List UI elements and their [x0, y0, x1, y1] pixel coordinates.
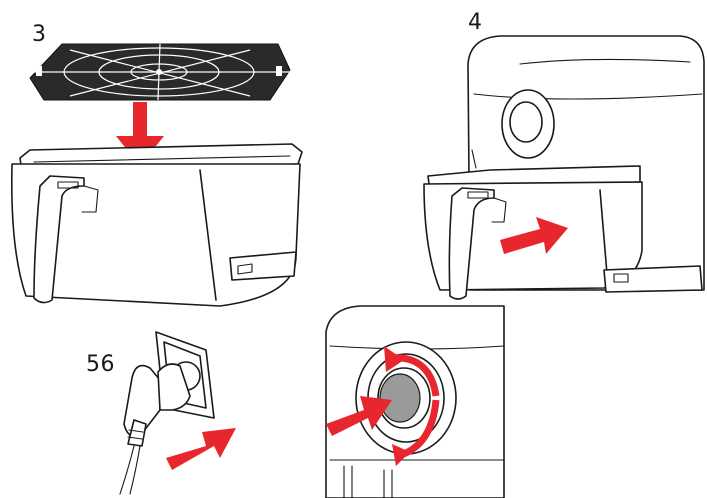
control-knob-panel [325, 305, 505, 498]
crisper-plate [29, 43, 291, 101]
air-fryer-basket [10, 143, 303, 307]
step-number: 3 [32, 22, 47, 47]
power-plug-icon [119, 363, 191, 495]
rotate-arrows-icon [384, 346, 440, 466]
step-number: 56 [86, 352, 115, 377]
arrow-icon [500, 217, 568, 254]
step-number: 4 [468, 10, 483, 35]
arrow-icon [166, 428, 236, 470]
arrow-icon [326, 396, 392, 436]
knob-button [379, 373, 421, 423]
